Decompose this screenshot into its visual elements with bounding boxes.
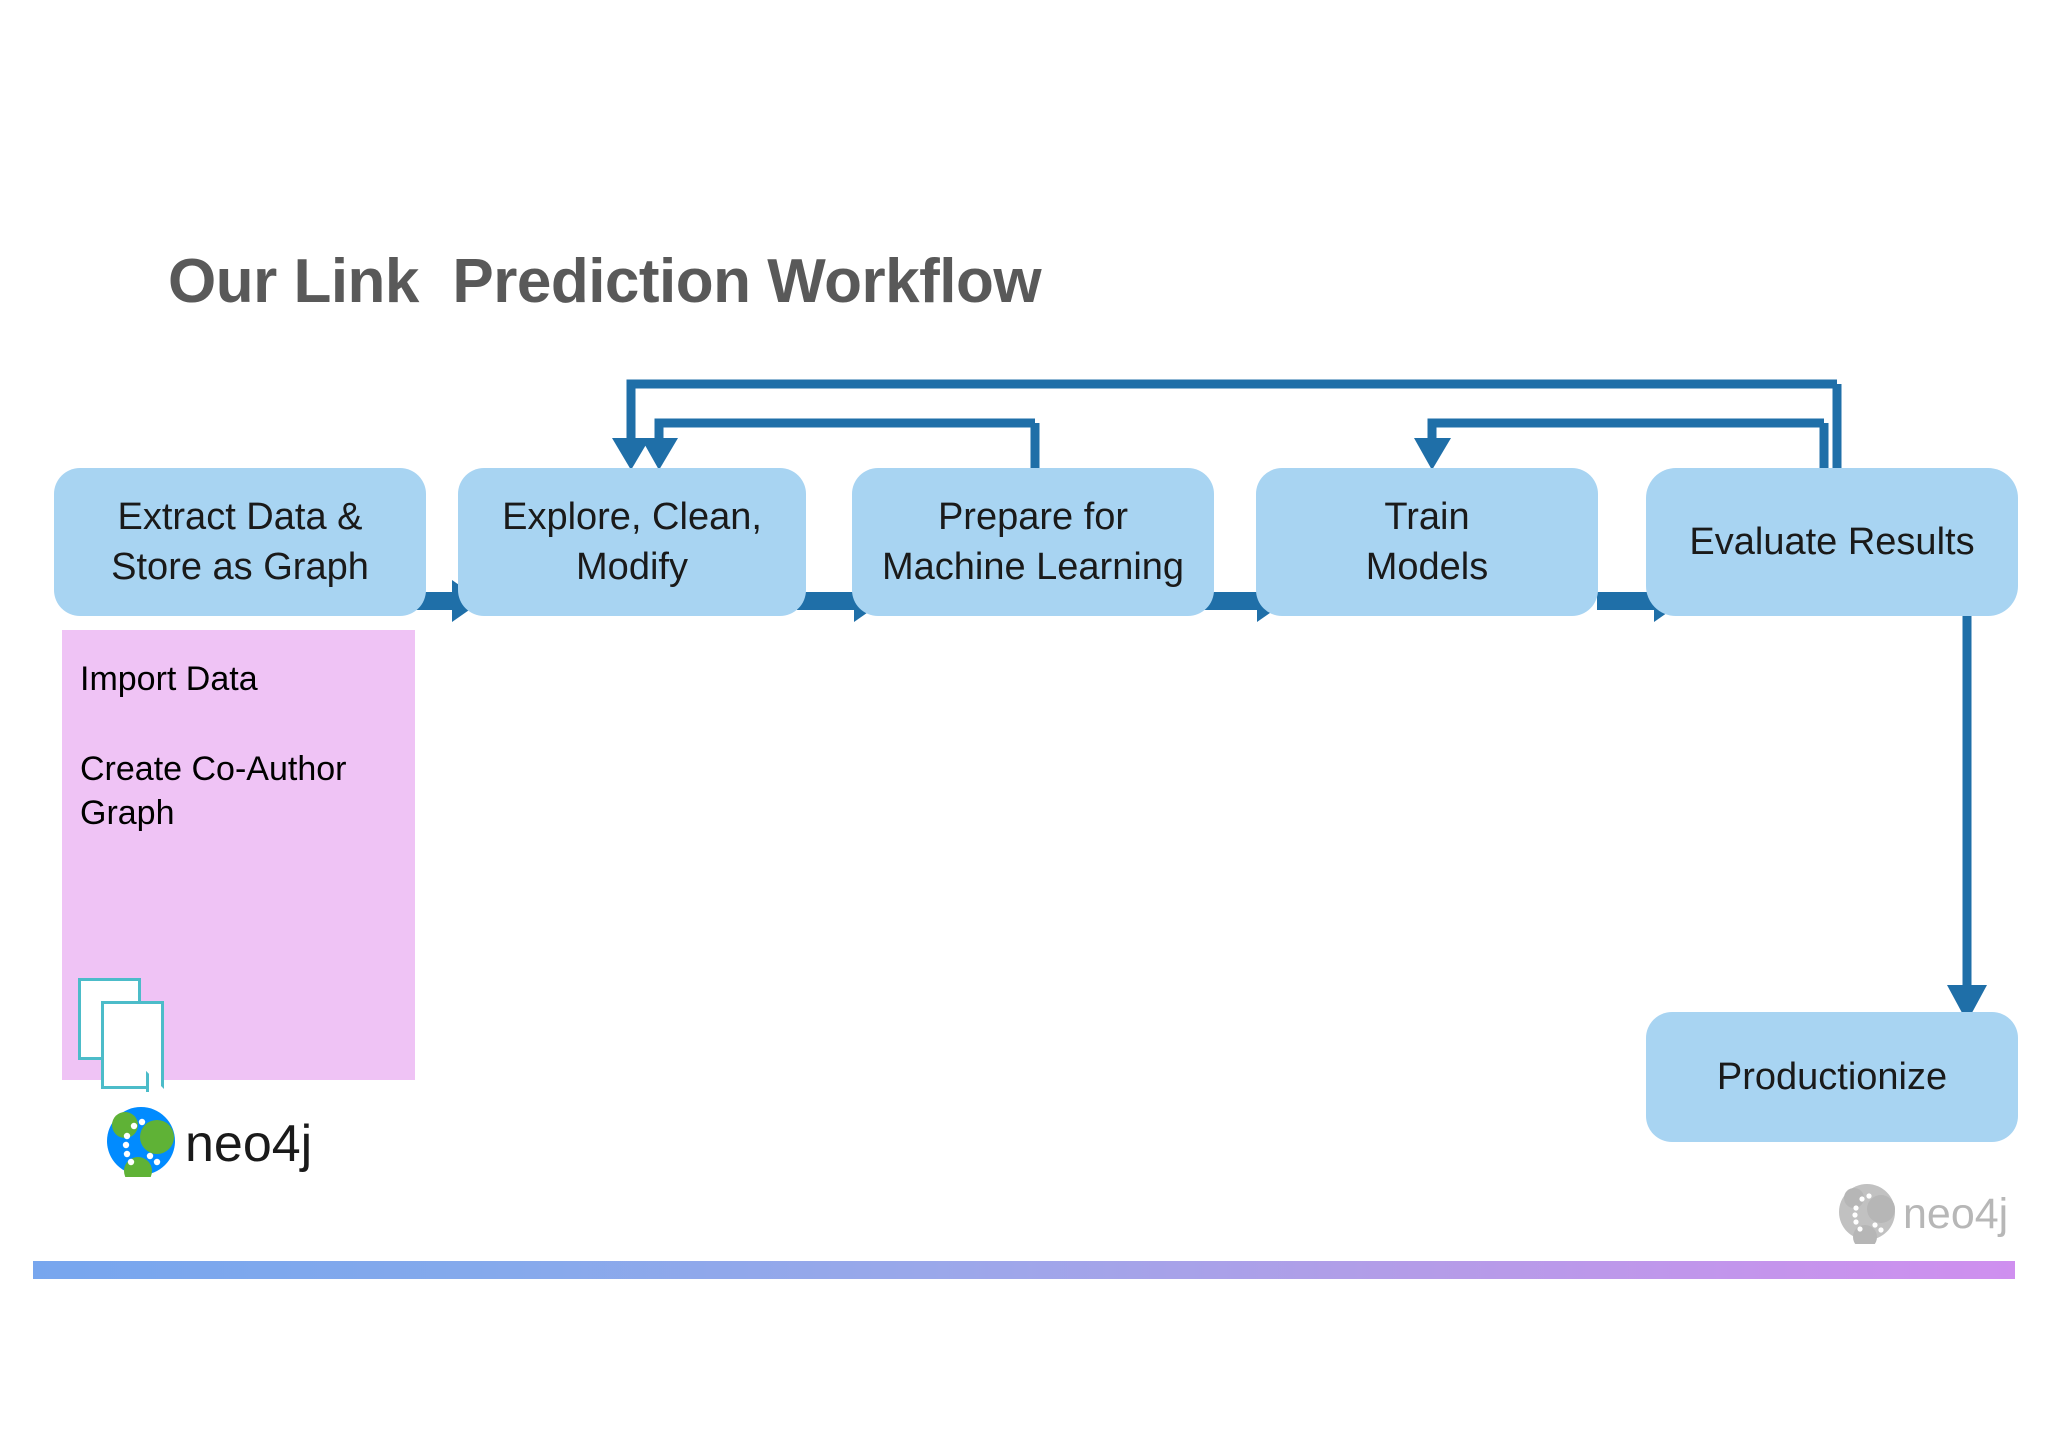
loop-back-outer-connector [612, 379, 1842, 470]
flow-step-explore-clean-modify[interactable]: Explore, Clean, Modify [458, 468, 806, 616]
loop-back-short-connector [1414, 418, 1829, 470]
flow-step-train-models[interactable]: Train Models [1256, 468, 1598, 616]
neo4j-mark-icon [107, 1107, 175, 1177]
flow-step-extract-data[interactable]: Extract Data & Store as Graph [54, 468, 426, 616]
flow-step-prepare-for-machine-learning[interactable]: Prepare for Machine Learning [852, 468, 1214, 616]
callout-line-import-data: Import Data [80, 660, 258, 698]
callout-panel: Import Data Create Co-Author Graph [62, 630, 415, 1080]
stacked-documents-icon [75, 978, 185, 1093]
flow-step-evaluate-results[interactable]: Evaluate Results [1646, 468, 2018, 616]
arrow-down-icon [1947, 610, 1987, 1022]
neo4j-logo: neo4j [107, 1107, 312, 1177]
neo4j-wordmark: neo4j [185, 1115, 312, 1173]
neo4j-wordmark: neo4j [1903, 1190, 2008, 1238]
neo4j-watermark: neo4j [1839, 1184, 2008, 1244]
loop-back-inner-connector [641, 418, 1040, 470]
footer-gradient-bar [33, 1261, 2015, 1279]
neo4j-mark-icon [1839, 1184, 1895, 1244]
document-page-front [101, 1001, 164, 1089]
page-title: Our Link Prediction Workflow [168, 247, 1042, 316]
callout-line-create-co-author-graph: Create Co-Author Graph [80, 750, 347, 832]
flow-step-productionize[interactable]: Productionize [1646, 1012, 2018, 1142]
